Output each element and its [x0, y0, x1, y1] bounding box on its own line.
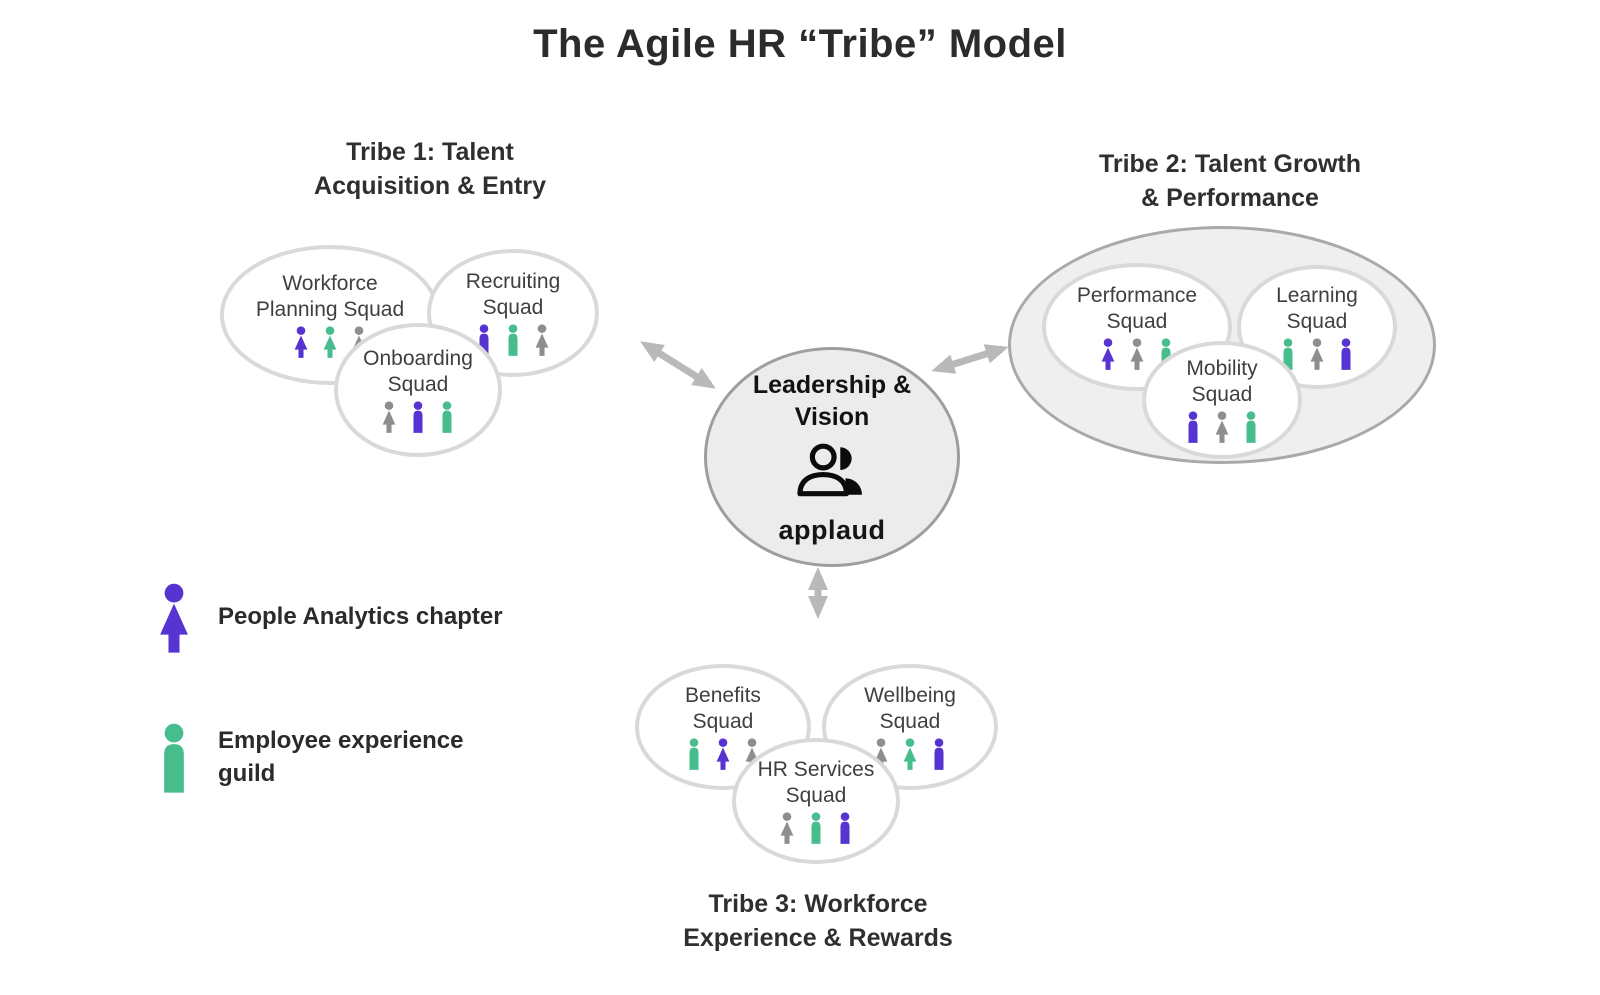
two-people-icon: [797, 443, 862, 496]
applaud-logo: applaud: [778, 514, 886, 545]
analytics-person-icon: [290, 325, 312, 359]
squad-name: Workforce Planning Squad: [255, 272, 405, 321]
legend-people-analytics: People Analytics chapter: [150, 578, 503, 657]
analytics-person-icon: [928, 737, 950, 771]
arrow-center-to-tribe1: [640, 341, 716, 389]
squad-workforce-planning: Workforce Planning Squad: [220, 245, 440, 385]
squad-name: HR Services Squad: [757, 758, 875, 807]
page-title: The Agile HR “Tribe” Model: [533, 22, 1067, 66]
member-person-icon: [1211, 410, 1233, 444]
legend-label: People Analytics chapter: [218, 603, 503, 631]
squad-members: [870, 737, 950, 771]
squad-name: Mobility Squad: [1186, 357, 1258, 406]
arrow-center-to-tribe3: [808, 567, 828, 619]
squad-members: [776, 811, 856, 845]
squad-hr-services: HR Services Squad: [732, 738, 900, 864]
analytics-person-icon: [1182, 410, 1204, 444]
member-person-icon: [378, 400, 400, 434]
squad-name: Performance Squad: [1076, 284, 1198, 333]
legend-icon-wrap: [150, 581, 198, 657]
member-person-icon: [870, 737, 892, 771]
guild-person-icon: [319, 325, 341, 359]
squad-members: [378, 400, 458, 434]
squad-onboarding: Onboarding Squad: [334, 323, 502, 457]
legend-icon-wrap: [150, 721, 198, 797]
squad-name: Learning Squad: [1276, 284, 1358, 333]
analytics-person-icon: [834, 811, 856, 845]
squad-name: Wellbeing Squad: [864, 684, 956, 733]
analytics-person-icon: [150, 581, 198, 657]
guild-person-icon: [502, 323, 524, 357]
analytics-person-icon: [407, 400, 429, 434]
guild-person-icon: [436, 400, 458, 434]
guild-person-icon: [150, 721, 198, 797]
tribe2-label: Tribe 2: Talent Growth & Performance: [1098, 150, 1362, 212]
squad-mobility: Mobility Squad: [1142, 341, 1302, 459]
member-person-icon: [776, 811, 798, 845]
leadership-label: Leadership & Vision: [752, 370, 912, 432]
squad-name: Recruiting Squad: [465, 270, 561, 319]
guild-person-icon: [1240, 410, 1262, 444]
guild-person-icon: [899, 737, 921, 771]
member-person-icon: [1306, 337, 1328, 371]
guild-person-icon: [683, 737, 705, 771]
squad-members: [1182, 410, 1262, 444]
squad-members: [683, 737, 763, 771]
leadership-circle: Leadership & Vision applaud: [704, 347, 960, 567]
guild-person-icon: [805, 811, 827, 845]
member-person-icon: [1126, 337, 1148, 371]
member-person-icon: [741, 737, 763, 771]
squad-members: [1277, 337, 1357, 371]
squad-name: Onboarding Squad: [363, 347, 473, 396]
analytics-person-icon: [712, 737, 734, 771]
tribe1-label: Tribe 1: Talent Acquisition & Entry: [314, 138, 546, 200]
tribe3-label: Tribe 3: Workforce Experience & Rewards: [683, 890, 953, 952]
arrow-center-to-tribe2: [931, 344, 1009, 374]
legend-label: Employee experience guild: [218, 727, 464, 787]
analytics-person-icon: [1335, 337, 1357, 371]
legend-employee-experience: Employee experience guild: [150, 718, 463, 797]
member-person-icon: [531, 323, 553, 357]
analytics-person-icon: [1097, 337, 1119, 371]
squad-name: Benefits Squad: [685, 684, 761, 733]
